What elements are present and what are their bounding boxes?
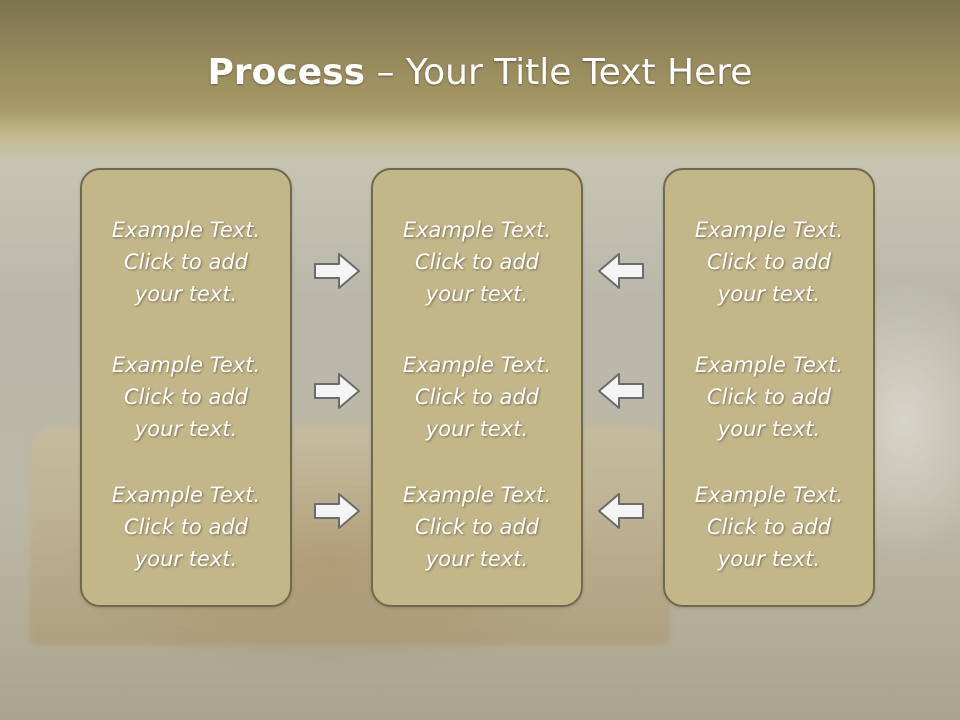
- process-box-left[interactable]: Example Text. Click to add your text. Ex…: [80, 168, 292, 607]
- text-line: your text.: [717, 547, 821, 571]
- text-item[interactable]: Example Text. Click to add your text.: [82, 214, 290, 310]
- text-item[interactable]: Example Text. Click to add your text.: [665, 479, 873, 575]
- arrow-right-icon: [314, 493, 360, 529]
- arrow-left-icon: [598, 493, 644, 529]
- text-line: Click to add: [414, 250, 539, 274]
- text-line: your text.: [425, 417, 529, 441]
- text-item[interactable]: Example Text. Click to add your text.: [665, 349, 873, 445]
- text-line: Click to add: [123, 385, 248, 409]
- text-item[interactable]: Example Text. Click to add your text.: [82, 479, 290, 575]
- text-line: Click to add: [414, 385, 539, 409]
- arrow-left-icon: [598, 253, 644, 289]
- arrow-right-icon: [314, 373, 360, 409]
- text-line: Example Text.: [402, 353, 552, 377]
- text-line: Click to add: [706, 250, 831, 274]
- text-item[interactable]: Example Text. Click to add your text.: [373, 349, 581, 445]
- text-item[interactable]: Example Text. Click to add your text.: [373, 214, 581, 310]
- text-line: your text.: [717, 417, 821, 441]
- text-line: Click to add: [123, 250, 248, 274]
- arrow-right-icon: [314, 253, 360, 289]
- text-line: Example Text.: [694, 353, 844, 377]
- title-bold: Process: [207, 52, 366, 93]
- text-item[interactable]: Example Text. Click to add your text.: [373, 479, 581, 575]
- text-item[interactable]: Example Text. Click to add your text.: [665, 214, 873, 310]
- text-line: Example Text.: [402, 218, 552, 242]
- text-line: Click to add: [123, 515, 248, 539]
- process-box-right[interactable]: Example Text. Click to add your text. Ex…: [663, 168, 875, 607]
- text-line: your text.: [425, 547, 529, 571]
- text-line: Click to add: [706, 515, 831, 539]
- text-line: your text.: [134, 547, 238, 571]
- text-line: Example Text.: [402, 483, 552, 507]
- text-line: your text.: [717, 282, 821, 306]
- slide-title[interactable]: Process – Your Title Text Here: [0, 52, 960, 93]
- text-line: Click to add: [414, 515, 539, 539]
- text-line: Example Text.: [111, 353, 261, 377]
- arrow-left-icon: [598, 373, 644, 409]
- text-line: Example Text.: [694, 483, 844, 507]
- text-line: your text.: [134, 282, 238, 306]
- text-line: Example Text.: [111, 483, 261, 507]
- text-item[interactable]: Example Text. Click to add your text.: [82, 349, 290, 445]
- title-rest: – Your Title Text Here: [365, 52, 753, 93]
- text-line: your text.: [134, 417, 238, 441]
- text-line: your text.: [425, 282, 529, 306]
- process-box-middle[interactable]: Example Text. Click to add your text. Ex…: [371, 168, 583, 607]
- text-line: Example Text.: [694, 218, 844, 242]
- text-line: Click to add: [706, 385, 831, 409]
- text-line: Example Text.: [111, 218, 261, 242]
